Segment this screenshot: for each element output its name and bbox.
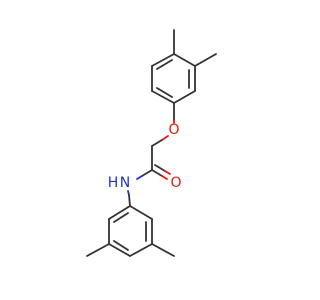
ring-bond-inner <box>156 87 173 98</box>
o-ch2-bond-red <box>161 135 169 141</box>
methyl-bond <box>151 243 175 257</box>
ring-bond <box>173 53 196 67</box>
amide-hydrogen-label: H <box>108 175 119 191</box>
c-o-double-bond-a-red <box>161 175 168 180</box>
bottom-benzene-ring <box>86 205 175 257</box>
ring-bond <box>108 205 131 220</box>
methyl-bond <box>86 243 110 257</box>
ring-bond <box>151 90 175 104</box>
carbonyl-oxygen-label: O <box>170 175 181 191</box>
ring-bond <box>129 205 153 220</box>
amide-nitrogen-label: N <box>120 175 130 191</box>
ring-bond-inner <box>113 212 129 223</box>
structure-diagram: O O N H <box>86 29 217 257</box>
c-n-bond <box>141 169 153 177</box>
c-n-bond-blue <box>136 175 143 180</box>
ring-bond <box>129 243 153 257</box>
methyl-bond <box>194 53 217 67</box>
ether-oxygen-label: O <box>168 122 179 138</box>
c-o-double-bond-b <box>154 164 166 172</box>
ring-bond <box>173 90 196 104</box>
c-o-double-bond-a <box>151 169 163 177</box>
n-aryl-bond <box>128 194 131 207</box>
ether-linkage: O <box>151 102 180 147</box>
ring-bond <box>151 53 175 67</box>
carbonyl-group: O <box>151 164 182 191</box>
ring-bond <box>108 243 131 257</box>
amide-nh: N H <box>108 169 153 207</box>
top-benzene-ring <box>151 29 217 104</box>
o-ch2-bond <box>151 139 163 147</box>
molecule-canvas: O O N H <box>86 29 217 257</box>
c-o-double-bond-b-red <box>164 170 171 175</box>
ring-bond-inner <box>156 59 173 70</box>
ring-bond-inner <box>113 240 129 251</box>
